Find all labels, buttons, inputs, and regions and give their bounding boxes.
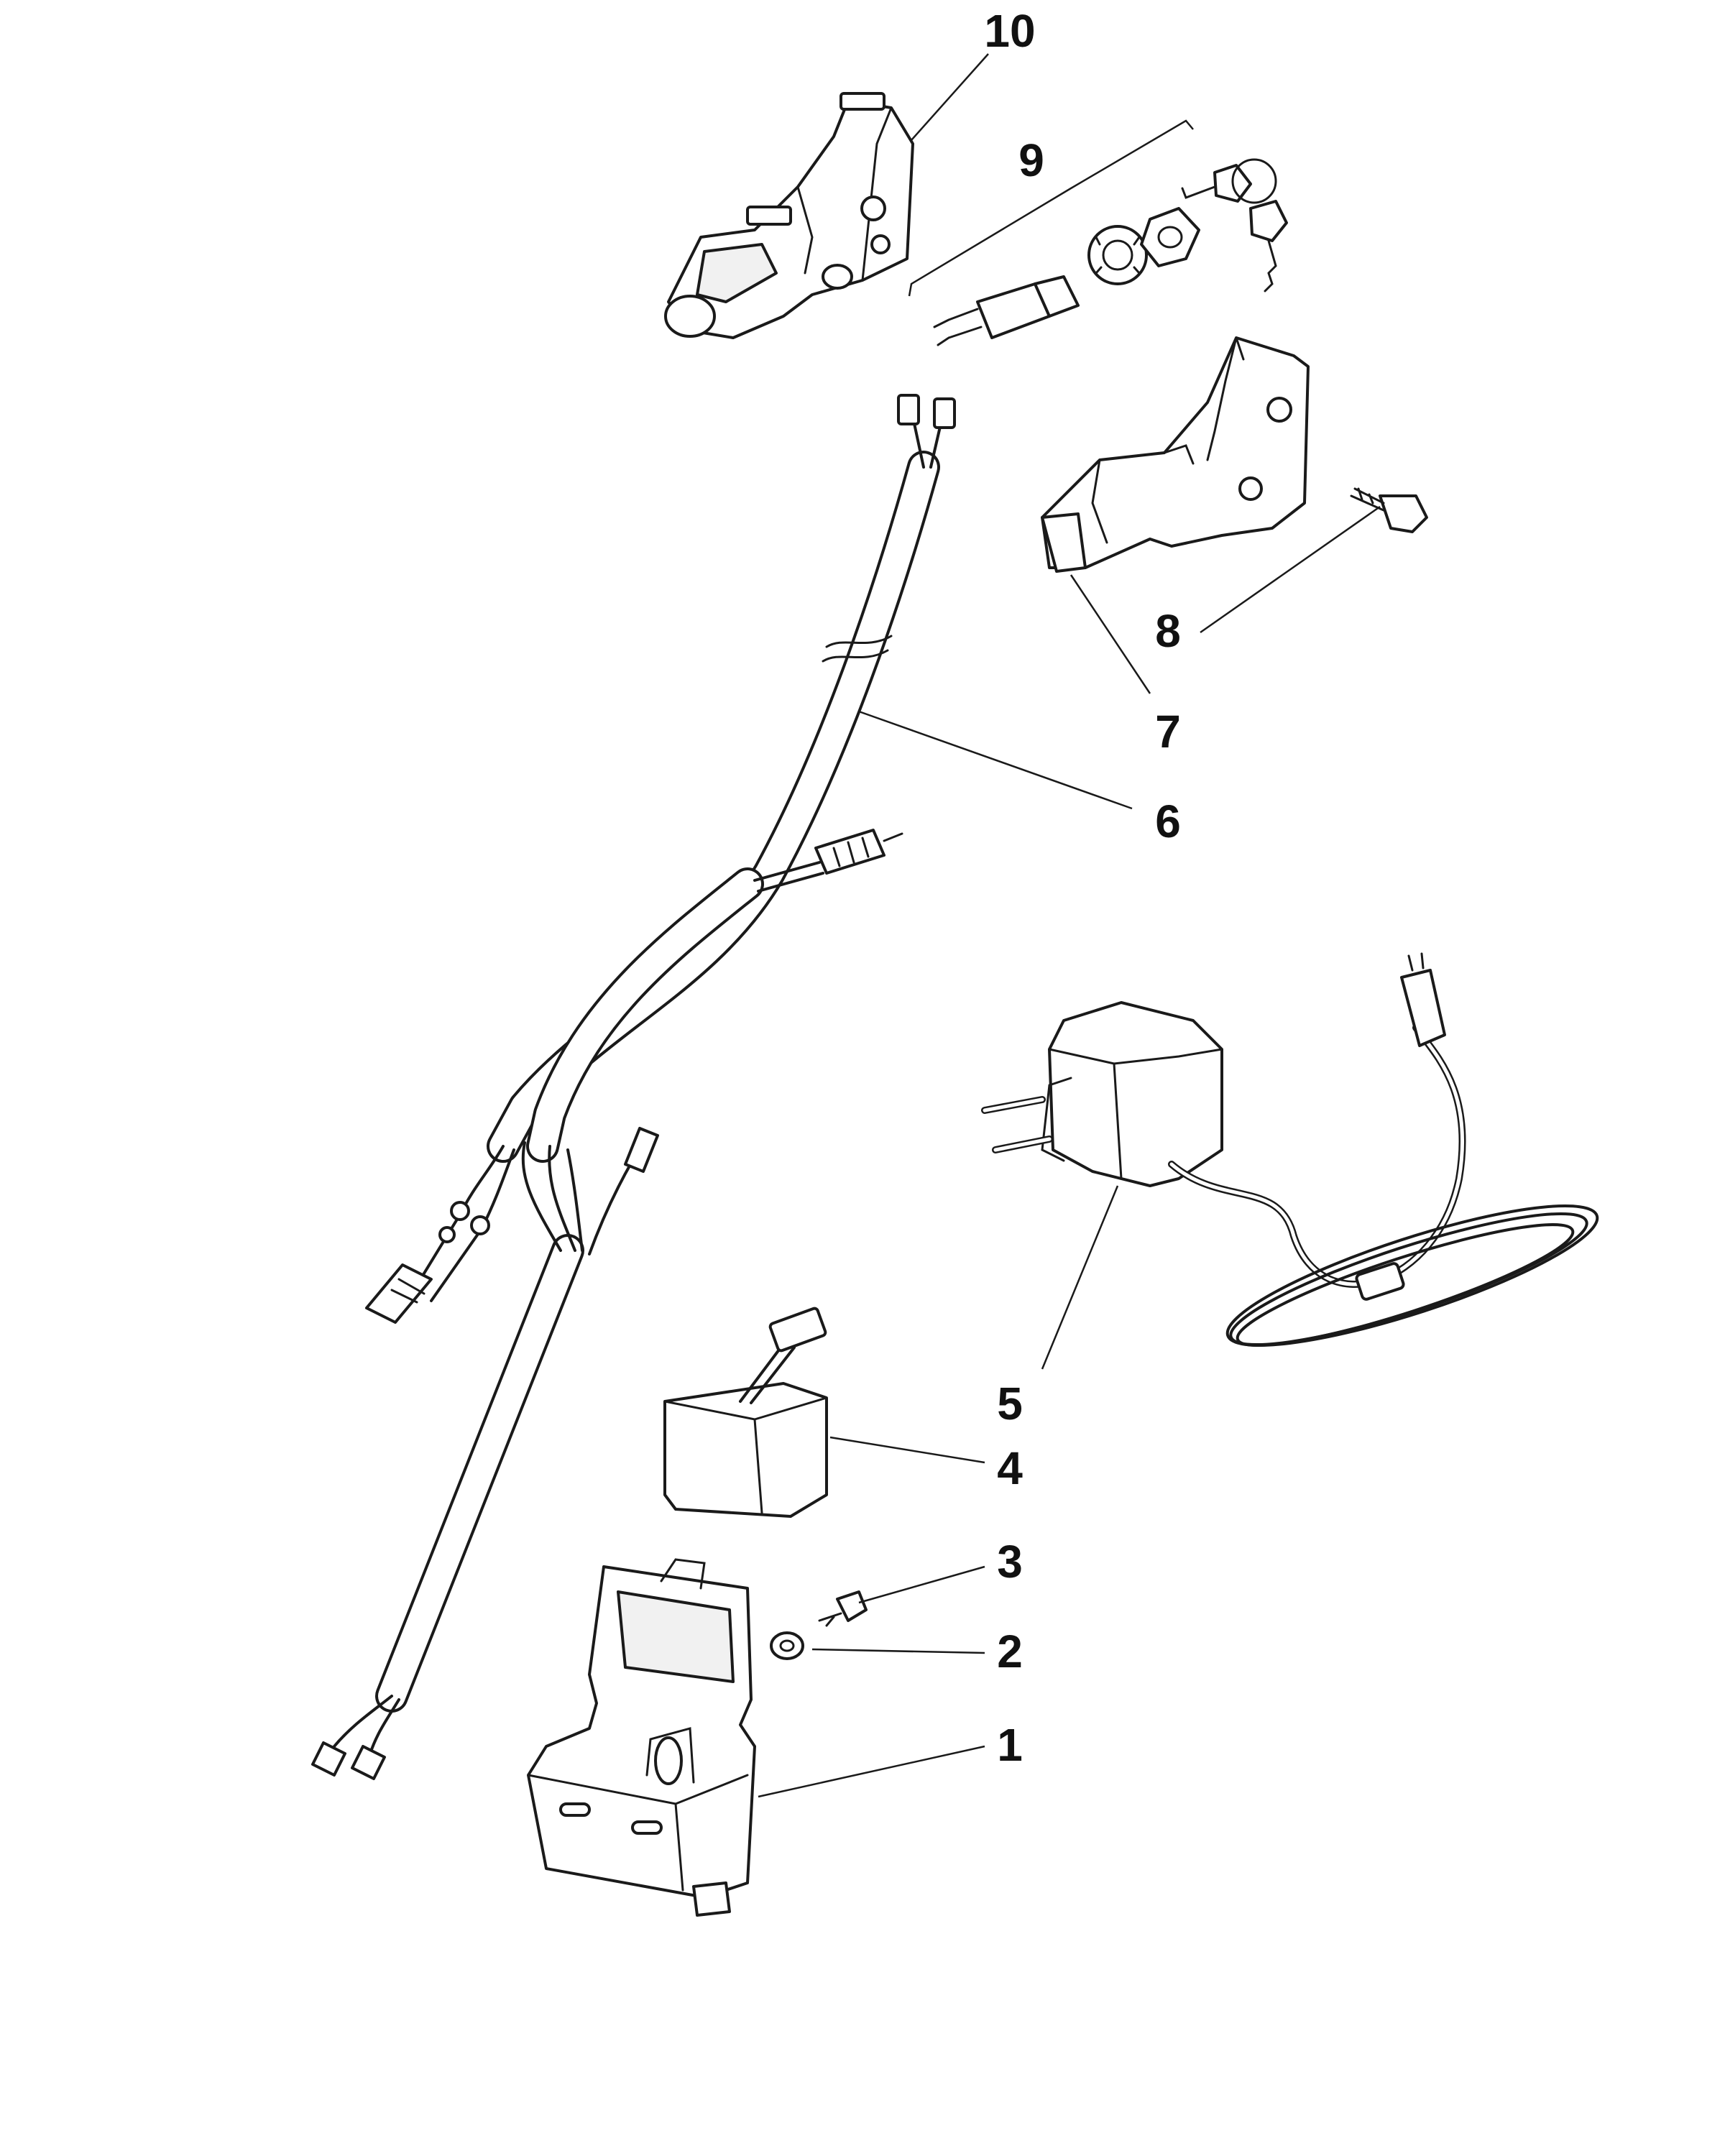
callout-10: 10 [984,5,1035,57]
callout-5: 5 [997,1378,1023,1429]
leader-5 [1041,1185,1119,1370]
part-6-wiring-harness [311,394,956,1780]
leader-1 [758,1745,985,1798]
part-8-screw [1350,487,1428,533]
callout-4: 4 [997,1442,1023,1494]
part-4-battery-pack [663,1307,828,1518]
part-5-charger-adapter [981,952,1599,1347]
leader-3 [858,1565,985,1604]
part-9-bracket-line [908,119,1194,297]
callout-7: 7 [1155,706,1181,757]
leader-8 [1200,505,1381,634]
leader-10 [911,53,989,141]
leader-7 [1070,574,1151,694]
leader-4 [829,1436,985,1464]
part-10-handle-bracket [664,92,914,339]
callout-3: 3 [997,1536,1023,1588]
part-9-key-switch [933,158,1288,346]
callout-9: 9 [1018,134,1044,186]
callout-6: 6 [1155,796,1181,847]
part-1-battery-box [527,1558,756,1917]
callout-2: 2 [997,1626,1023,1677]
leader-6 [858,710,1133,810]
part-3-screw [818,1590,868,1627]
part-2-washer [770,1631,804,1660]
callout-1: 1 [997,1719,1023,1771]
callout-8: 8 [1155,605,1181,657]
part-7-switch-cover [1041,336,1310,573]
leader-2 [811,1648,985,1654]
